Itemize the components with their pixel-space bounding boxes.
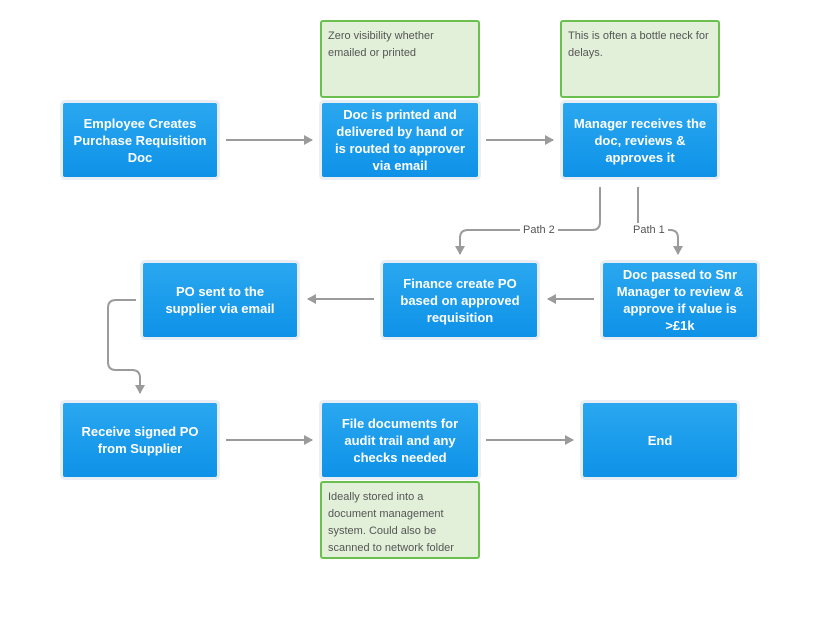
node-snr-manager-review: Doc passed to Snr Manager to review & ap… [603,263,757,337]
node-file-documents: File documents for audit trail and any c… [322,403,478,477]
note-storage: Ideally stored into a document managemen… [320,481,480,559]
node-po-sent-to-supplier: PO sent to the supplier via email [143,263,297,337]
arrow-po-sent-to-receive [107,299,145,394]
note-visibility: Zero visibility whether emailed or print… [320,20,480,98]
arrow-manager-path1 [637,187,683,255]
note-bottleneck: This is often a bottle neck for delays. [560,20,720,98]
node-end: End [583,403,737,477]
node-doc-printed-or-routed: Doc is printed and delivered by hand or … [322,103,478,177]
node-receive-signed-po: Receive signed PO from Supplier [63,403,217,477]
arrow-manager-path2 [455,187,601,255]
path-1-label: Path 1 [630,223,668,237]
path-2-label: Path 2 [520,223,558,237]
node-manager-approves: Manager receives the doc, reviews & appr… [563,103,717,177]
node-employee-creates-requisition: Employee Creates Purchase Requisition Do… [63,103,217,177]
node-finance-create-po: Finance create PO based on approved requ… [383,263,537,337]
